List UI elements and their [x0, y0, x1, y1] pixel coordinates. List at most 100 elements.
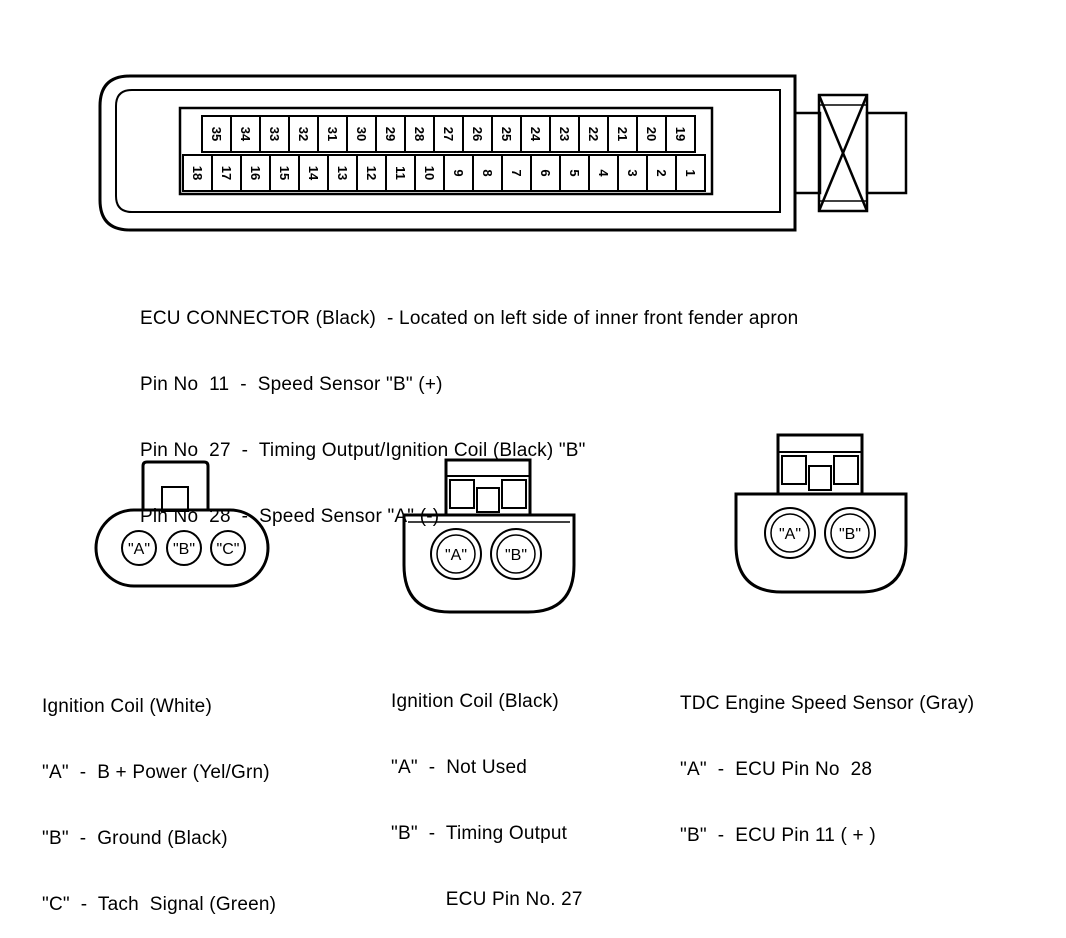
ecu-pin-label: 7: [509, 169, 524, 176]
ecu-pin-label: 18: [190, 166, 205, 180]
ecu-pin-label: 9: [451, 169, 466, 176]
coil-white-label-b: "B": [173, 541, 195, 558]
coil-white-latch: [141, 460, 210, 510]
ecu-pin-label: 31: [325, 127, 340, 141]
ecu-pin-14: 14: [298, 154, 329, 192]
ecu-pin-label: 16: [248, 166, 263, 180]
ecu-connector: [98, 74, 908, 232]
ecu-pin-label: 2: [654, 169, 669, 176]
coil-white-label-c: "C": [217, 541, 240, 558]
tdc-sensor-caption-b: "B" - ECU Pin 11 ( + ): [680, 825, 876, 846]
ecu-pin-label: 14: [306, 166, 321, 181]
ecu-pin-label: 5: [567, 169, 582, 176]
coil-white-label-a: "A": [128, 541, 150, 558]
ecu-pin-label: 1: [683, 169, 698, 176]
ecu-pin-label: 30: [354, 127, 369, 141]
ecu-caption-pin-11: Pin No 11 - Speed Sensor "B" (+): [140, 374, 443, 395]
ecu-pin-26: 26: [462, 115, 493, 153]
coil-black-label-a: "A": [445, 547, 467, 564]
ecu-caption-title: ECU CONNECTOR (Black) - Located on left …: [140, 308, 799, 329]
ecu-pin-4: 4: [588, 154, 619, 192]
coil-white-caption: Ignition Coil (White) "A" - B + Power (Y…: [42, 652, 276, 938]
ecu-pin-label: 21: [615, 127, 630, 141]
ecu-pin-label: 12: [364, 166, 379, 180]
ecu-pin-21: 21: [607, 115, 638, 153]
ecu-pin-label: 27: [441, 127, 456, 141]
ecu-pin-24: 24: [520, 115, 551, 153]
coil-white-caption-c: "C" - Tach Signal (Green): [42, 894, 277, 915]
coil-black-connector: [402, 458, 576, 614]
tdc-sensor-terminal-a: [764, 507, 816, 559]
ecu-pin-label: 20: [644, 127, 659, 141]
ecu-pin-12: 12: [356, 154, 387, 192]
coil-black-terminal-a: [430, 528, 482, 580]
ecu-pin-label: 3: [625, 169, 640, 176]
ecu-pin-2: 2: [646, 154, 677, 192]
ecu-pin-32: 32: [288, 115, 319, 153]
ecu-pin-6: 6: [530, 154, 561, 192]
ecu-pin-label: 23: [557, 127, 572, 141]
ecu-pin-label: 24: [528, 127, 543, 142]
ecu-pin-label: 34: [238, 127, 253, 142]
coil-black-label-b: "B": [505, 547, 527, 564]
ecu-pin-23: 23: [549, 115, 580, 153]
ecu-pin-label: 15: [277, 166, 292, 180]
ecu-pin-label: 19: [673, 127, 688, 141]
ecu-pin-11: 11: [385, 154, 416, 192]
ecu-pin-22: 22: [578, 115, 609, 153]
ecu-pin-35: 35: [201, 115, 232, 153]
ecu-pin-17: 17: [211, 154, 242, 192]
ecu-pin-18: 18: [182, 154, 213, 192]
tdc-sensor-connector: [734, 433, 908, 594]
tdc-sensor-label-b: "B": [839, 526, 861, 543]
ecu-pin-label: 25: [499, 127, 514, 141]
ecu-pin-label: 32: [296, 127, 311, 141]
coil-white-connector: [94, 460, 270, 588]
ecu-pin-28: 28: [404, 115, 435, 153]
coil-black-caption-title: Ignition Coil (Black): [391, 691, 559, 712]
ecu-pin-30: 30: [346, 115, 377, 153]
ecu-caption-pin-28: Pin No 28 - Speed Sensor "A" (-): [140, 506, 440, 527]
ecu-pin-19: 19: [665, 115, 696, 153]
ecu-pin-label: 35: [209, 127, 224, 141]
ecu-pin-33: 33: [259, 115, 290, 153]
ecu-pin-3: 3: [617, 154, 648, 192]
ecu-pin-label: 8: [480, 169, 495, 176]
ecu-pin-1: 1: [675, 154, 706, 192]
ecu-pin-label: 26: [470, 127, 485, 141]
ecu-pin-label: 28: [412, 127, 427, 141]
coil-black-housing: [402, 513, 576, 614]
coil-black-caption-b-detail: ECU Pin No. 27: [391, 889, 583, 910]
ecu-pin-29: 29: [375, 115, 406, 153]
tdc-sensor-caption-title: TDC Engine Speed Sensor (Gray): [680, 693, 975, 714]
ecu-pin-9: 9: [443, 154, 474, 192]
coil-white-terminal-a: [121, 530, 157, 566]
ecu-pin-20: 20: [636, 115, 667, 153]
coil-black-caption-b: "B" - Timing Output: [391, 823, 568, 844]
coil-white-caption-b: "B" - Ground (Black): [42, 828, 228, 849]
coil-white-terminal-c: [210, 530, 246, 566]
coil-black-terminal-b: [490, 528, 542, 580]
ecu-pin-5: 5: [559, 154, 590, 192]
ecu-pin-31: 31: [317, 115, 348, 153]
ecu-top-pin-row: 35 34 33 32 31 30 29 28 27 26 25 24 23 22 21 20 19: [201, 115, 696, 153]
tdc-sensor-caption: TDC Engine Speed Sensor (Gray) "A" - ECU…: [680, 649, 974, 869]
tdc-sensor-latch: [776, 433, 864, 494]
tdc-sensor-housing: [734, 492, 908, 594]
ecu-pin-25: 25: [491, 115, 522, 153]
coil-black-caption-a: "A" - Not Used: [391, 757, 528, 778]
ecu-connector-caption: ECU CONNECTOR (Black) - Located on left …: [140, 264, 798, 550]
coil-white-terminal-b: [166, 530, 202, 566]
ecu-pin-label: 10: [422, 166, 437, 180]
ecu-caption-pin-27: Pin No 27 - Timing Output/Ignition Coil …: [140, 440, 586, 461]
ecu-pin-label: 29: [383, 127, 398, 141]
ecu-pin-label: 22: [586, 127, 601, 141]
ecu-pin-label: 33: [267, 127, 282, 141]
ecu-pin-34: 34: [230, 115, 261, 153]
ecu-pin-27: 27: [433, 115, 464, 153]
ecu-latch: [793, 93, 908, 213]
ecu-pin-block-outline: [178, 106, 714, 196]
coil-black-latch: [444, 458, 532, 515]
ecu-connector-outer-shell: [98, 74, 797, 232]
